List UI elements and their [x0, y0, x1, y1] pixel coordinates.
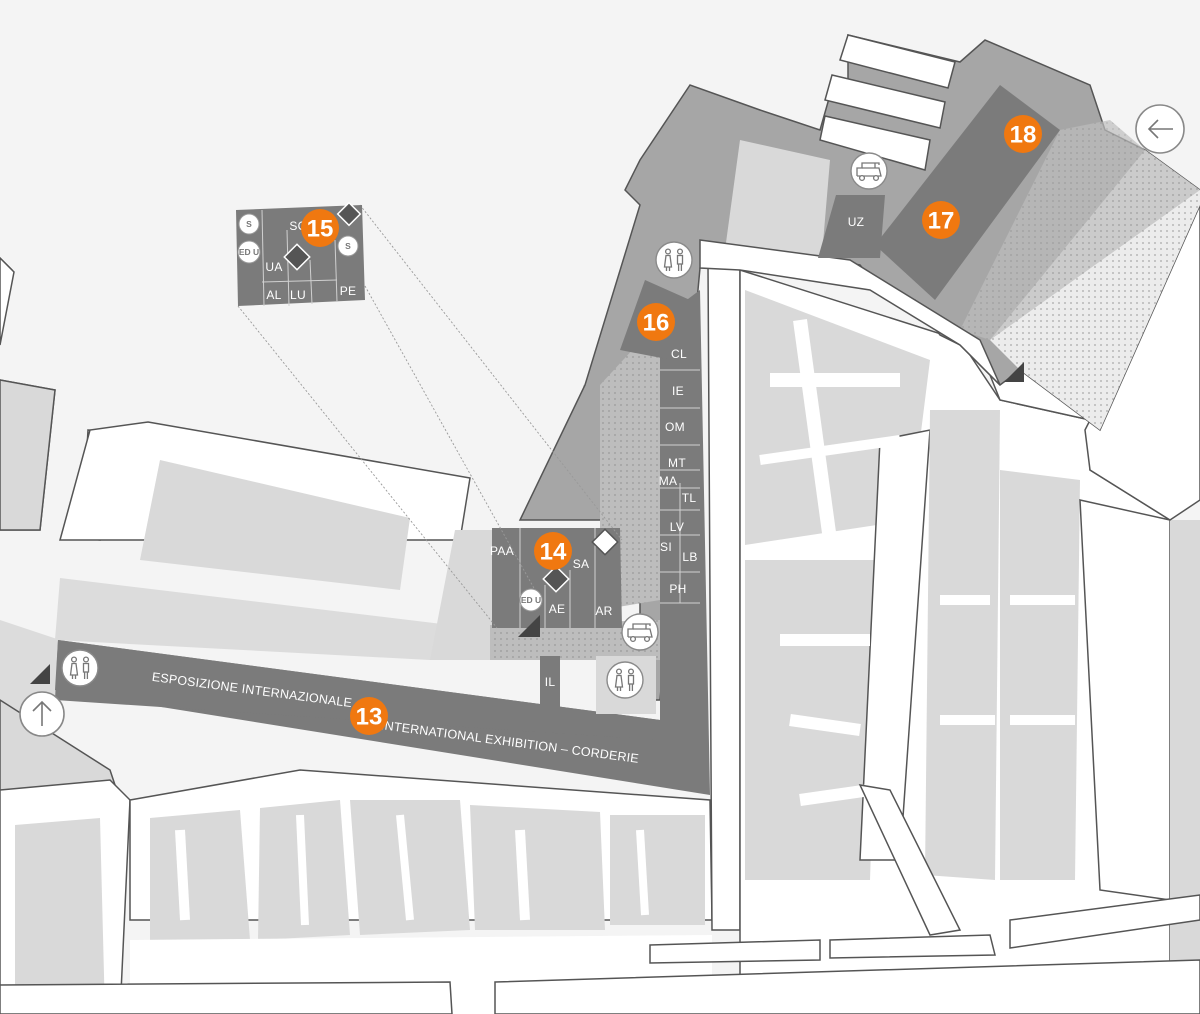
info-diamond-icon: [591, 528, 619, 556]
entrance-triangle-icon: [518, 615, 540, 637]
label-mt: MT: [668, 456, 686, 470]
venue-badge-16[interactable]: 16: [637, 303, 675, 341]
venue-number: 18: [1010, 122, 1037, 149]
label-il: IL: [545, 675, 556, 689]
label-si: SI: [660, 540, 672, 554]
label-lu: LU: [290, 288, 306, 302]
inset-leader-lines: [237, 204, 623, 629]
edu-badge: ED U: [239, 247, 259, 257]
venue-number: 16: [643, 310, 670, 337]
restroom-icon[interactable]: [655, 241, 693, 279]
edu-badge: ED U: [521, 595, 541, 605]
entrance-triangle-icon: [30, 664, 50, 684]
arrow-left-icon: [1147, 119, 1173, 139]
label-ph: PH: [669, 582, 686, 596]
venue-number: 14: [540, 539, 567, 566]
label-lb: LB: [682, 550, 697, 564]
restroom-icon[interactable]: [606, 661, 644, 699]
venue-number: 15: [307, 216, 334, 243]
venue-badge-18[interactable]: 18: [1004, 115, 1042, 153]
entrance-arrow-left[interactable]: [1135, 104, 1185, 154]
label-ma: MA: [659, 474, 678, 488]
label-pe: PE: [340, 284, 357, 298]
service-badges: S S ED U ED U: [237, 213, 543, 612]
venue-badge-15[interactable]: 15: [301, 209, 339, 247]
info-diamond-icon: [542, 565, 570, 593]
label-tl: TL: [682, 491, 697, 505]
restroom-icon[interactable]: [61, 649, 99, 687]
label-ua: UA: [265, 260, 282, 274]
info-diamond-icon: [336, 201, 362, 227]
label-paa: PAA: [490, 544, 514, 558]
entrance-arrow-up[interactable]: [19, 691, 65, 737]
venue-badge-13[interactable]: 13: [350, 697, 388, 735]
golf-cart-icon[interactable]: [621, 613, 659, 651]
label-ae: AE: [549, 602, 566, 616]
entrance-markers: [30, 362, 1024, 684]
label-lv: LV: [670, 520, 684, 534]
venue-badge-14[interactable]: 14: [534, 532, 572, 570]
venue-badge-17[interactable]: 17: [922, 201, 960, 239]
label-sa: SA: [573, 557, 590, 571]
arrow-up-icon: [32, 700, 52, 726]
pavilion-labels: UZ CL IE OM MT MA TL LV SI LB PH IL PAA …: [265, 215, 864, 689]
venue-number: 13: [356, 704, 383, 731]
label-uz: UZ: [848, 215, 865, 229]
label-al: AL: [266, 288, 281, 302]
label-om: OM: [665, 420, 685, 434]
s-badge: S: [345, 241, 351, 251]
venue-number: 17: [928, 208, 955, 235]
label-ar: AR: [595, 604, 612, 618]
golf-cart-icon[interactable]: [850, 152, 888, 190]
info-diamonds: [283, 201, 619, 593]
label-ie: IE: [672, 384, 684, 398]
base-map: [0, 204, 1200, 1014]
info-diamond-icon: [283, 243, 311, 271]
entrance-triangle-icon: [1004, 362, 1024, 382]
s-badge: S: [246, 219, 252, 229]
label-cl: CL: [671, 347, 687, 361]
